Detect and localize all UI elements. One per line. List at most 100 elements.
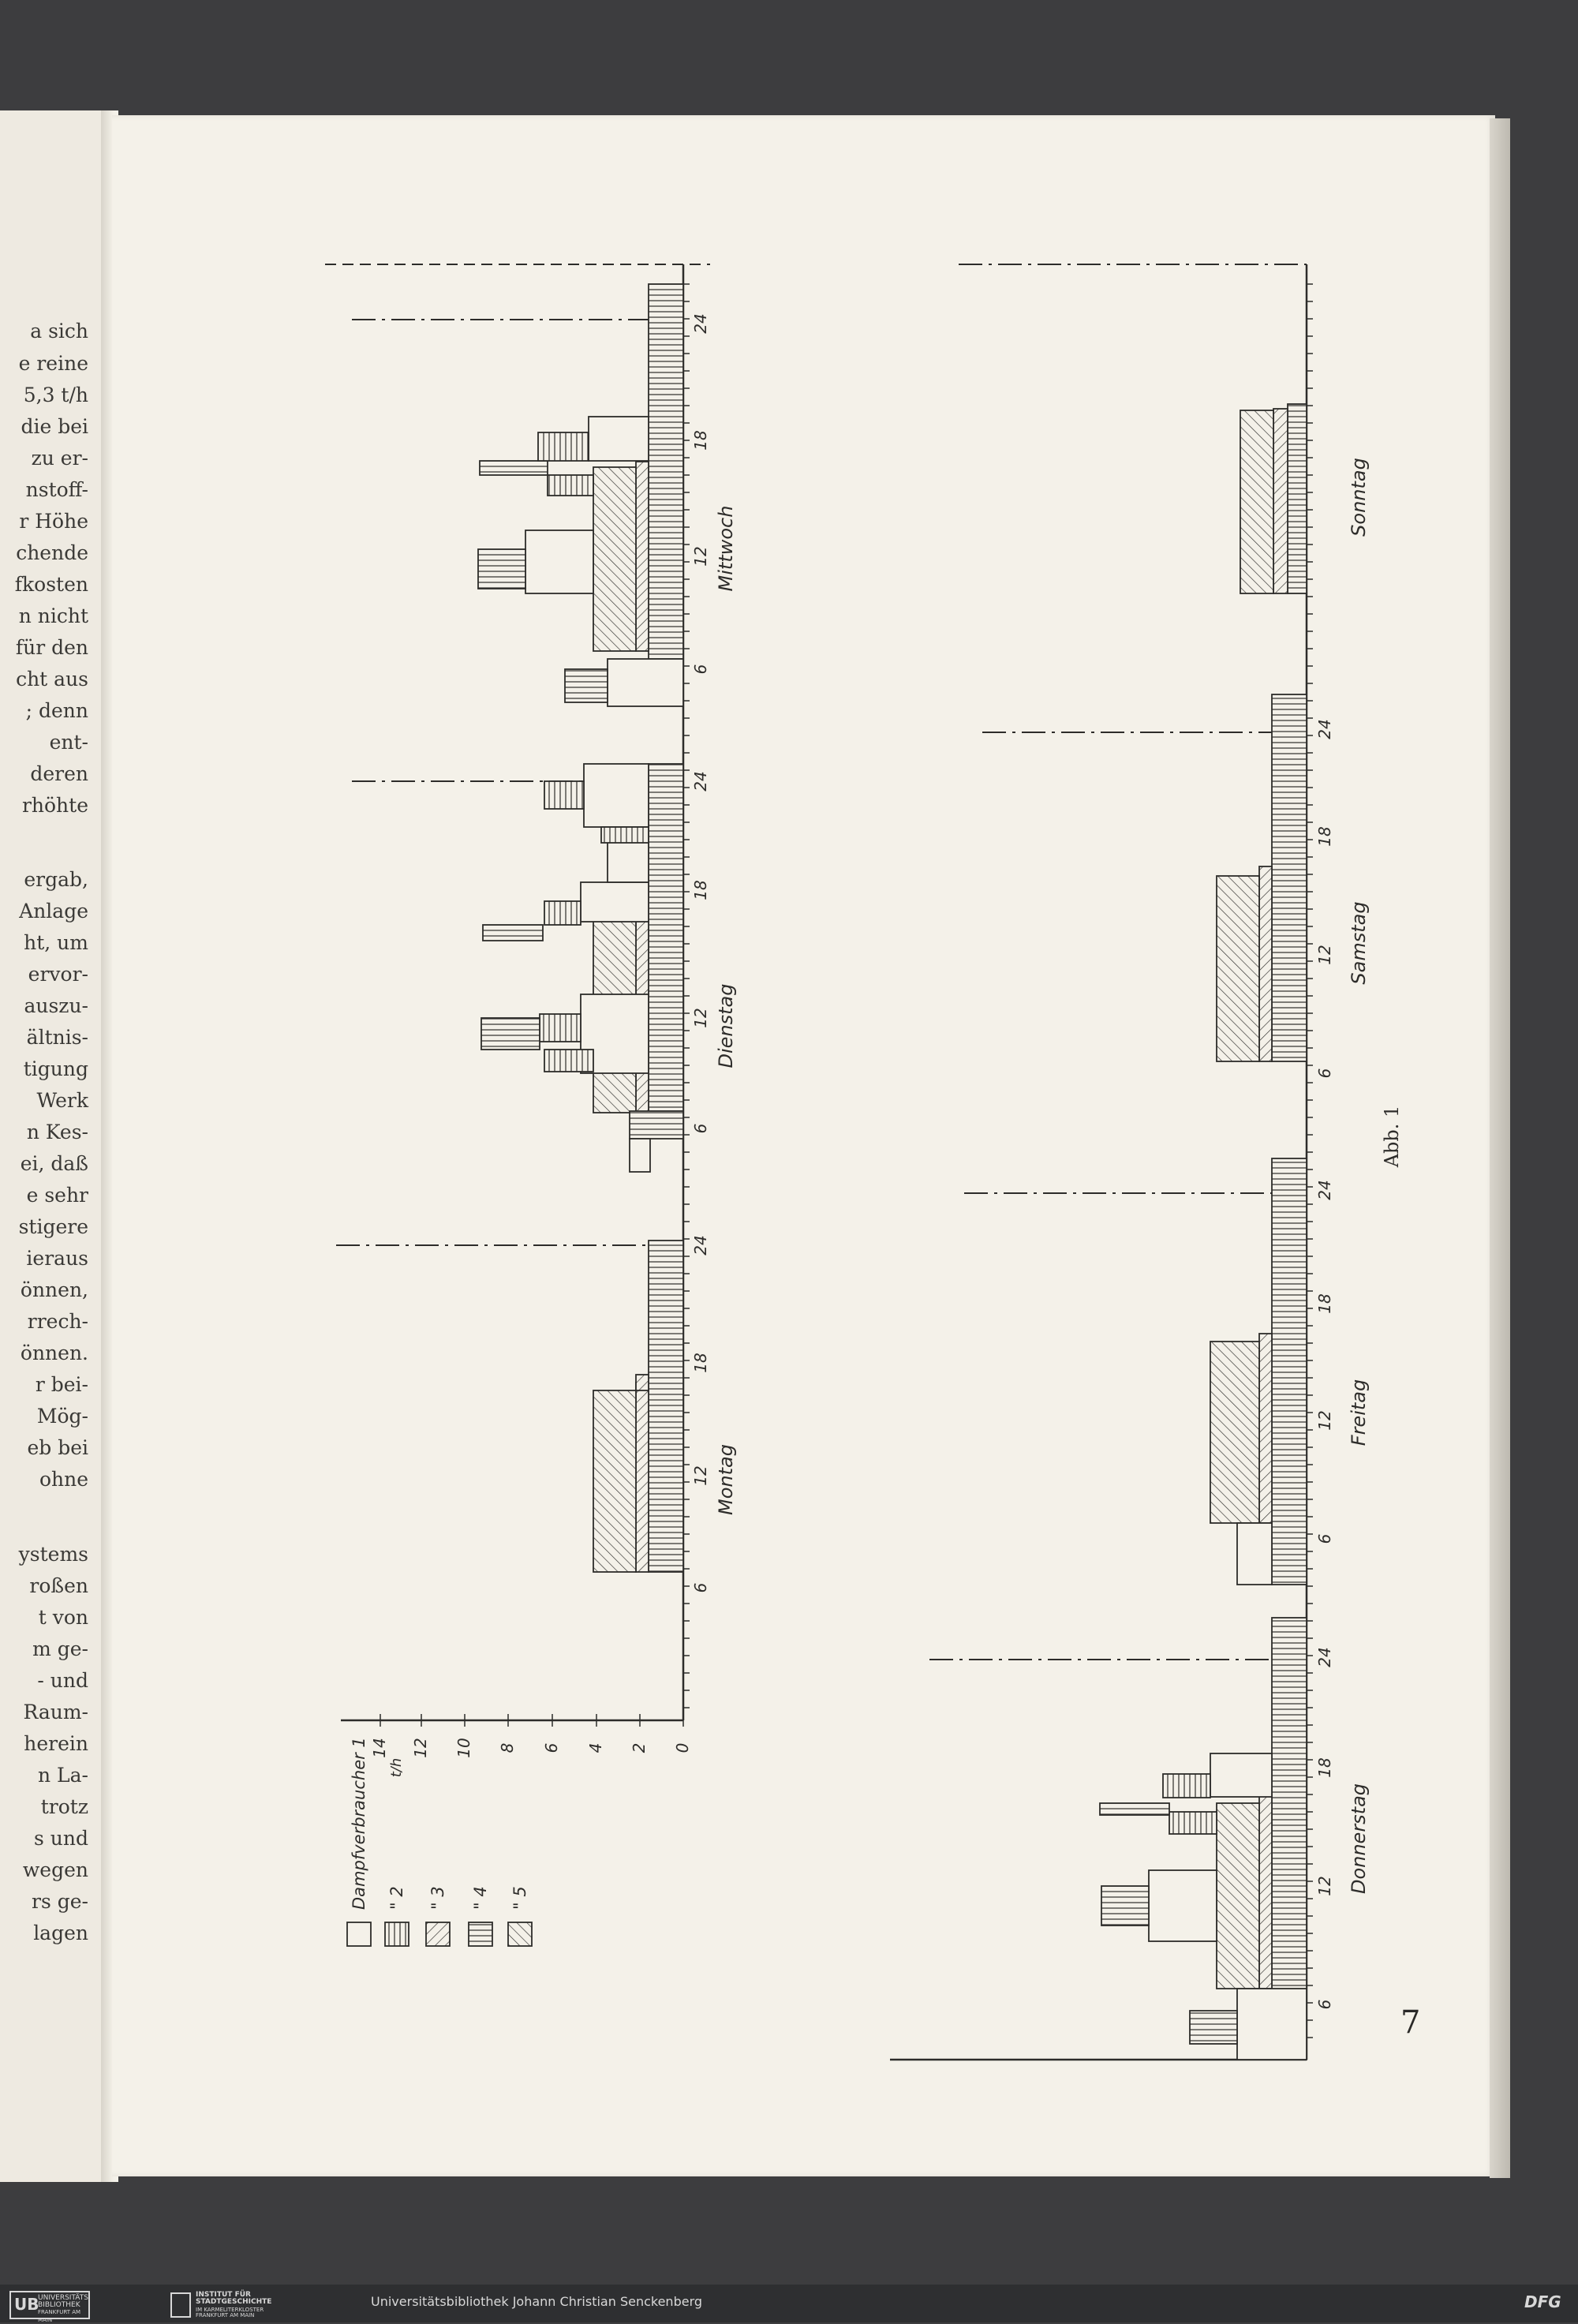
x-tick-label-b: 12 (1315, 1410, 1334, 1430)
bar-dienstag-early-1 (629, 1138, 651, 1173)
left-page-line: nstoff- (25, 478, 88, 501)
left-page-line: a sich (30, 320, 88, 342)
left-page: a sich e reine 5,3 t/h die bei zu er-nstoff-… (0, 110, 109, 2182)
x-tick-label-b: 24 (1315, 1180, 1334, 1199)
y-tick-label: 2 (630, 1743, 649, 1753)
ub-line3: FRANKFURT AM MAIN (38, 2309, 81, 2323)
left-page-line: r Höhe (19, 510, 88, 533)
ub-logo: UB UNIVERSITÄTS BIBLIOTHEK FRANKFURT AM … (9, 2291, 90, 2323)
x-tick-label-b: 12 (1315, 1876, 1334, 1896)
left-page-line: wegen (22, 1858, 88, 1881)
bar-dienstag-1d (583, 763, 649, 828)
left-page-line: Raum- (23, 1701, 88, 1723)
x-tick-label-a: 24 (691, 1235, 710, 1255)
isg-line4: FRANKFURT AM MAIN (196, 2312, 255, 2318)
left-page-line: n Kes- (26, 1121, 88, 1143)
left-page-line: ergab, (24, 868, 88, 891)
day-label: Freitag (1348, 1379, 1370, 1446)
bar-donnerstag-4a (1101, 1885, 1150, 1926)
bar-dienstag-2a (539, 1013, 581, 1042)
bar-dienstag-2d (544, 780, 585, 810)
x-tick-label-a: 6 (691, 1124, 710, 1134)
left-page-line: Werk (36, 1089, 88, 1112)
left-page-line: cht aus (16, 668, 88, 690)
bar-freitag-early-1 (1236, 1522, 1273, 1585)
day-label: Mittwoch (715, 506, 737, 592)
left-page-line: rs ge- (32, 1890, 88, 1913)
x-tick-label-b: 6 (1315, 1068, 1334, 1079)
day-label: Dienstag (715, 984, 737, 1068)
x-tick-label-a: 12 (691, 546, 710, 566)
bar-mittwoch-2a (547, 474, 594, 496)
left-page-line: stigere (18, 1215, 88, 1238)
bar-donnerstag-early-4 (1189, 2010, 1238, 2045)
bar-sonntag-3 (1273, 408, 1288, 594)
bar-montag-5 (593, 1390, 637, 1573)
left-page-line: auszu- (24, 994, 88, 1017)
bar-sonntag-base (1287, 403, 1307, 594)
ub-line2: BIBLIOTHEK (38, 2301, 80, 2309)
left-page-line: ; denn (25, 699, 88, 722)
bar-dienstag-2c (544, 900, 581, 926)
legend-swatch (425, 1922, 451, 1947)
bar-samstag-3 (1258, 866, 1273, 1062)
left-page-line: chende (16, 541, 88, 564)
bar-samstag-base (1271, 694, 1307, 1062)
legend-swatch (384, 1922, 409, 1947)
left-page-line: die bei (21, 415, 88, 438)
left-page-line: ältnis- (26, 1026, 88, 1049)
bar-montag-3b (635, 1374, 649, 1391)
bar-montag-base (648, 1240, 684, 1573)
isg-line2: STADTGESCHICHTE (196, 2298, 272, 2306)
legend-label: " 5 (510, 1886, 529, 1910)
left-page-line: r bei- (35, 1373, 88, 1396)
left-page-line: n nicht (18, 604, 88, 627)
page-number: 7 (1400, 2004, 1421, 2041)
day-label: Samstag (1348, 901, 1370, 984)
left-page-line: deren (30, 762, 88, 785)
bar-donnerstag-1a (1148, 1869, 1217, 1942)
left-page-line: ht, um (24, 931, 88, 954)
bar-donnerstag-5 (1216, 1802, 1260, 1989)
left-page-line: s und (34, 1827, 88, 1850)
dfg-logo: DFG (1524, 2292, 1561, 2311)
left-page-line: ystems (18, 1543, 88, 1566)
left-page-line: roßen (29, 1574, 88, 1597)
left-page-line: e reine (18, 352, 88, 375)
bar-mittwoch-4b (479, 460, 548, 476)
bar-mittwoch-5 (593, 466, 637, 652)
x-tick-label-b: 6 (1315, 1534, 1334, 1544)
left-page-line: fkosten (14, 573, 88, 596)
bar-freitag-5 (1210, 1341, 1260, 1524)
x-tick-label-b: 18 (1315, 1293, 1334, 1313)
figure-caption: Abb. 1 (1381, 1106, 1403, 1169)
bar-dienstag-4b (482, 924, 544, 941)
legend-swatch (346, 1922, 372, 1947)
left-page-line: önnen, (20, 1278, 88, 1301)
bar-dienstag-2e (600, 826, 649, 844)
x-tick-label-a: 18 (691, 880, 710, 900)
bar-donnerstag-3 (1258, 1794, 1273, 1989)
left-page-line: ent- (49, 731, 88, 754)
bar-mittwoch-2b (537, 432, 589, 462)
left-page-line: Anlage (19, 900, 88, 922)
x-tick-label-b: 12 (1315, 945, 1334, 964)
left-page-line: ervor- (28, 963, 88, 986)
bar-donnerstag-early-1 (1236, 1988, 1307, 2060)
day-label: Sonntag (1348, 458, 1370, 537)
left-page-line: 5,3 t/h (23, 384, 88, 406)
y-tick-label: 12 (411, 1738, 430, 1757)
page-edge (1490, 118, 1510, 2178)
isg-logo: INSTITUT FÜR STADTGESCHICHTE IM KARMELIT… (170, 2291, 320, 2318)
left-page-line: herein (24, 1732, 88, 1755)
left-page-line: zu er- (31, 447, 88, 470)
legend-swatch (468, 1922, 493, 1947)
x-tick-label-a: 24 (691, 771, 710, 791)
bar-freitag-3 (1258, 1333, 1273, 1524)
day-label: Donnerstag (1348, 1783, 1370, 1894)
bar-donnerstag-2a (1169, 1811, 1217, 1835)
bar-dienstag-early-4 (629, 1110, 684, 1140)
